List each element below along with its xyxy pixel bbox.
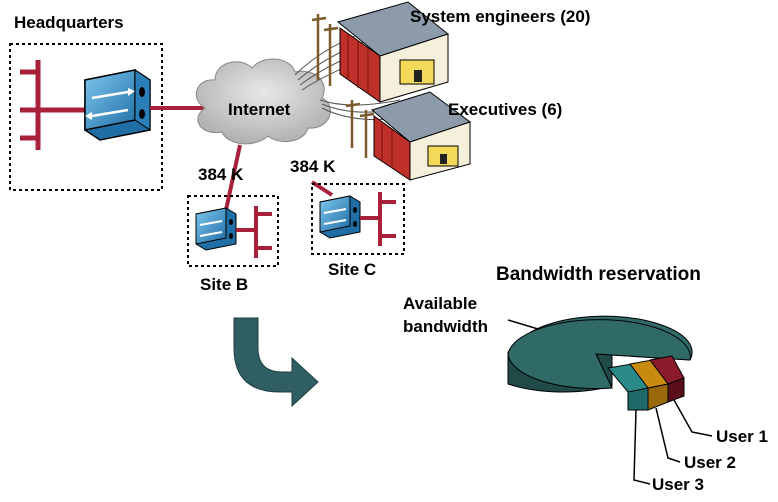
system-engineers-house-icon: System engineers (20) (336, 1, 590, 103)
pie-user1-leader (673, 399, 713, 437)
site-c-link (310, 180, 334, 197)
headquarters-router-icon (84, 69, 151, 141)
system-engineers-label: System engineers (20) (410, 7, 590, 26)
site-c-boundary (311, 183, 405, 255)
headquarters-lan (20, 60, 85, 150)
site-c-link-label: 384 K (290, 157, 336, 176)
site-b-link-label: 384 K (198, 165, 244, 184)
utility-poles (311, 14, 375, 158)
pie-user3-label: User 3 (652, 475, 704, 494)
transition-arrow-icon (233, 317, 319, 408)
pie-user1-label: User 1 (716, 427, 768, 446)
executives-house-icon: Executives (6) (370, 91, 562, 181)
site-c-group: Site C (311, 183, 405, 279)
site-b-boundary (187, 195, 279, 267)
site-c-router-icon (319, 195, 361, 239)
pie-title: Bandwidth reservation (496, 264, 701, 285)
headquarters-group: Headquarters (9, 13, 163, 191)
pie-available-label-line2: bandwidth (403, 317, 488, 336)
headquarters-label: Headquarters (14, 13, 124, 32)
site-b-link (224, 144, 242, 211)
pie-available-label-line1: Available (403, 294, 477, 313)
site-b-label: Site B (200, 275, 248, 294)
pie-user2-label: User 2 (684, 453, 736, 472)
executives-label: Executives (6) (448, 100, 562, 119)
internet-label: Internet (228, 100, 291, 119)
headquarters-boundary (9, 43, 163, 191)
pie-user3-leader (633, 409, 651, 485)
internet-cloud: Internet (195, 58, 331, 145)
site-b-lan (236, 206, 272, 258)
pie-slice-user1 (649, 355, 685, 385)
site-c-label: Site C (328, 260, 376, 279)
pie-user2-leader (655, 407, 681, 463)
bandwidth-pie-chart: Bandwidth reservation Available bandwidt… (403, 264, 768, 494)
site-c-lan (360, 192, 396, 246)
site-b-group: Site B (187, 195, 279, 294)
site-b-router-icon (195, 207, 237, 251)
